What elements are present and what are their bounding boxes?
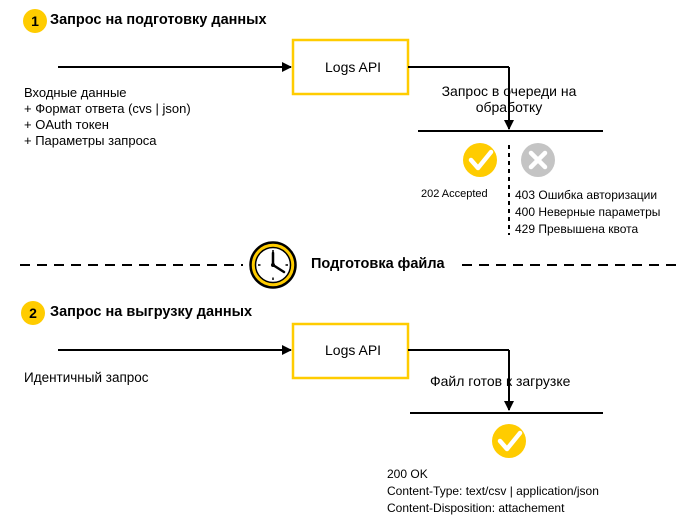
step2-box-label: Logs API — [325, 342, 382, 358]
success-status-label: 202 Accepted — [421, 188, 488, 200]
error-status-line: 403 Ошибка авторизации — [515, 188, 658, 202]
step2-response-list: 200 OK Content-Type: text/csv | applicat… — [387, 466, 599, 517]
separator-label: Подготовка файла — [311, 256, 445, 272]
success-check-icon — [463, 143, 497, 177]
clock-icon — [249, 241, 297, 289]
queue-label-line: обработку — [475, 99, 543, 115]
svg-text:2: 2 — [29, 305, 37, 321]
step2-input-label: Идентичный запрос — [24, 370, 149, 385]
step1-input-line: Входные данные — [24, 85, 127, 100]
step1-title: Запрос на подготовку данных — [50, 12, 267, 28]
response-line: Content-Disposition: attachement — [387, 501, 565, 515]
step1-number-badge: 1 — [23, 9, 47, 33]
step1-box-label: Logs API — [325, 59, 382, 75]
error-status-line: 429 Превышена квота — [515, 222, 639, 236]
download-ready-check-icon — [492, 424, 526, 458]
step2-number-badge: 2 — [21, 301, 45, 325]
response-line: 200 OK — [387, 467, 428, 481]
response-line: Content-Type: text/csv | application/jso… — [387, 484, 599, 498]
step2-title: Запрос на выгрузку данных — [50, 304, 253, 320]
step1-input-list: Входные данные + Формат ответа (cvs | js… — [24, 85, 191, 149]
error-status-list: 403 Ошибка авторизации 400 Неверные пара… — [515, 187, 660, 238]
queue-label-line: Запрос в очереди на — [441, 83, 577, 99]
step1-input-line: + Формат ответа (cvs | json) — [24, 101, 191, 116]
step1-logs-api-box — [291, 38, 410, 96]
error-status-line: 400 Неверные параметры — [515, 205, 661, 219]
step1-input-line: + OAuth токен — [24, 117, 109, 132]
svg-text:1: 1 — [31, 13, 39, 29]
step2-ready-label: Файл готов к загрузке — [430, 373, 571, 389]
step1-input-line: + Параметры запроса — [24, 133, 157, 148]
error-cross-icon — [521, 143, 555, 177]
step1-queue-label: Запрос в очереди на обработку — [416, 83, 602, 115]
